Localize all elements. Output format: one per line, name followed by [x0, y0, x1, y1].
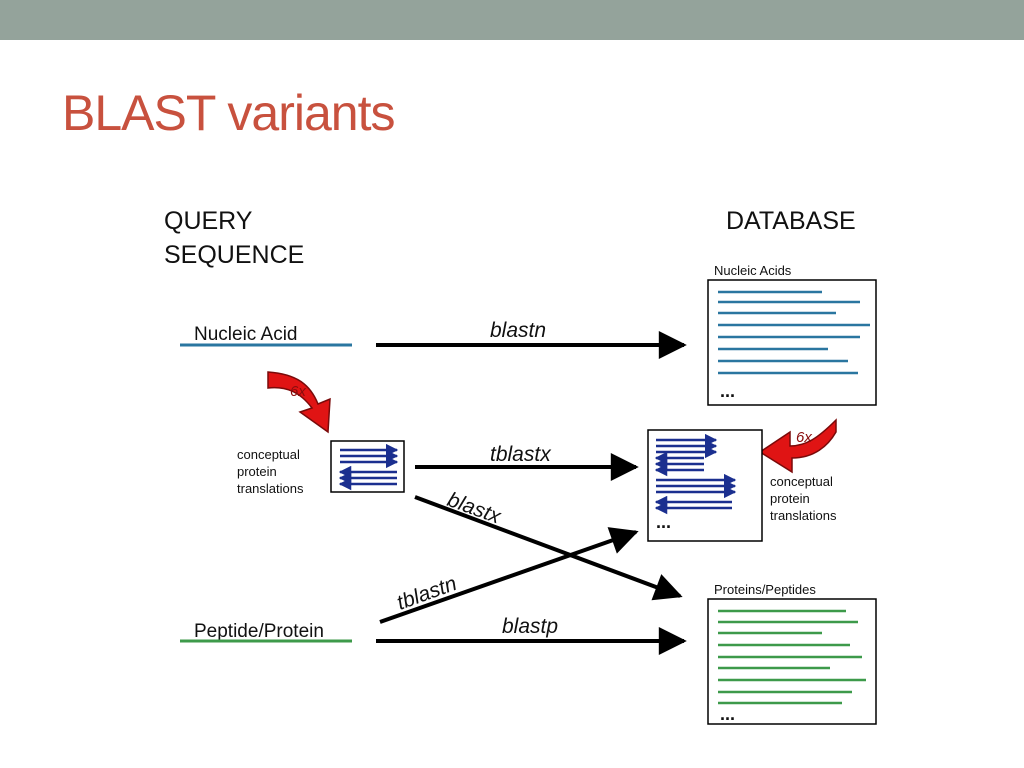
query-header-line2: SEQUENCE: [164, 241, 304, 269]
tblastn-label: tblastn: [394, 572, 460, 615]
tblastn-arrow: [379, 527, 639, 624]
database-header: DATABASE: [726, 207, 856, 235]
query-translations-label-3: translations: [237, 481, 304, 496]
db-nucleic-box: ...: [707, 279, 877, 406]
tblastx-label: tblastx: [490, 443, 552, 466]
blastx-label: blastx: [444, 488, 505, 529]
query-six-frame-arrow: 6x: [267, 371, 331, 434]
query-translation-box: [330, 440, 405, 493]
top-banner: [0, 0, 1024, 40]
query-six-frame-badge: 6x: [290, 383, 306, 400]
db-translations-label-2: protein: [770, 491, 810, 506]
query-translations-label-2: protein: [237, 464, 277, 479]
query-translations-label-1: conceptual: [237, 447, 300, 462]
db-nucleic-ellipsis: ...: [720, 381, 735, 401]
db-six-frame-arrow: 6x: [758, 418, 837, 474]
db-protein-box: ...: [707, 598, 877, 725]
db-protein-label: Proteins/Peptides: [714, 582, 816, 597]
blastn-label: blastn: [490, 319, 546, 342]
slide-title: BLAST variants: [62, 85, 395, 141]
db-translation-box: ...: [647, 429, 763, 542]
db-six-frame-badge: 6x: [796, 429, 812, 446]
query-peptide-label: Peptide/Protein: [194, 621, 324, 642]
db-nucleic-label: Nucleic Acids: [714, 263, 792, 278]
db-protein-ellipsis: ...: [720, 704, 735, 724]
db-translation-ellipsis: ...: [656, 512, 671, 532]
db-translations-label-3: translations: [770, 508, 837, 523]
blastx-arrow: [414, 495, 683, 601]
query-nucleic-label: Nucleic Acid: [194, 324, 298, 345]
db-translations-label-1: conceptual: [770, 474, 833, 489]
query-header-line1: QUERY: [164, 207, 253, 235]
blastp-label: blastp: [502, 615, 558, 638]
